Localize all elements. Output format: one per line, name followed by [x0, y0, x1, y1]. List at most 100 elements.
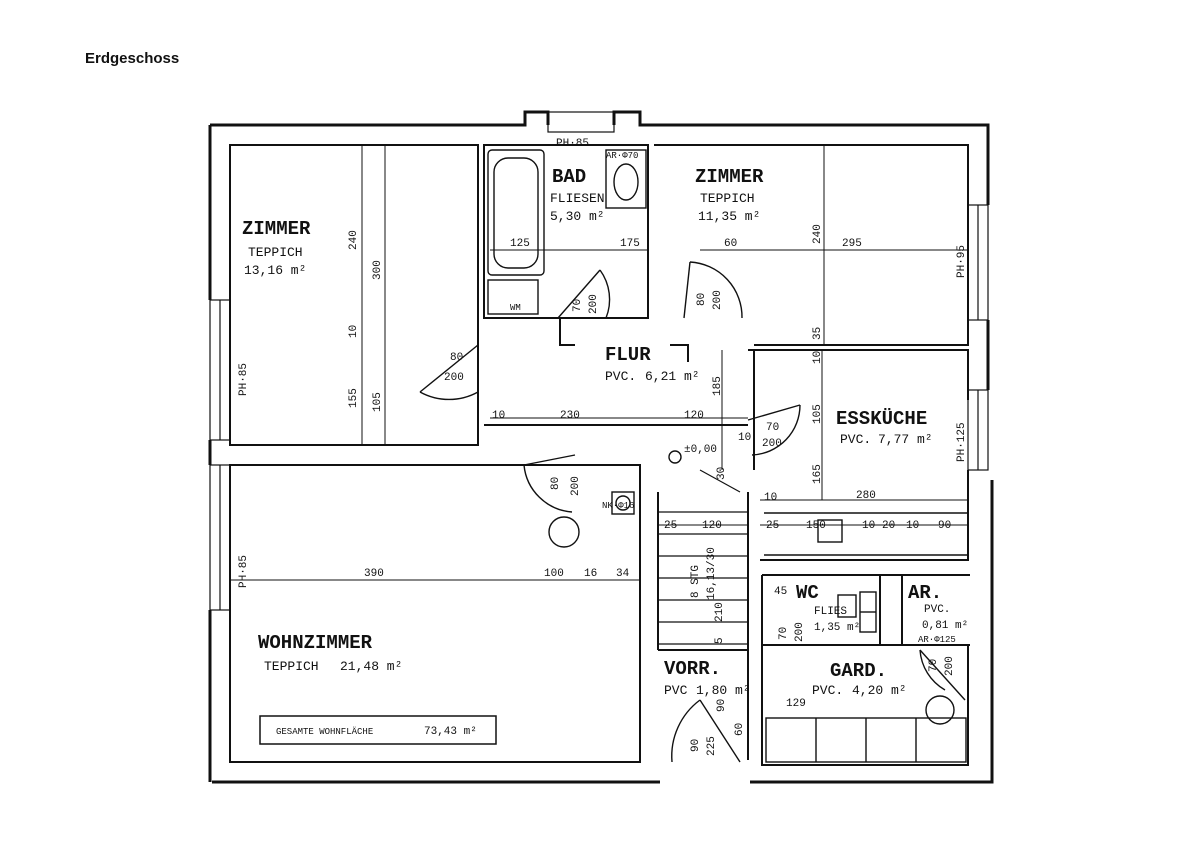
stairs: [658, 469, 748, 645]
room-floor: PVC: [664, 683, 688, 698]
page-title: Erdgeschoss: [85, 50, 180, 67]
dim: 200: [944, 656, 956, 676]
dim: 129: [786, 698, 806, 710]
inner-walls: [229, 144, 970, 766]
dim: 120: [684, 410, 704, 422]
nk-label: NK·Φ16: [602, 501, 634, 511]
room-name: AR.: [908, 582, 942, 604]
dim: 175: [620, 238, 640, 250]
dim: 105: [812, 404, 824, 424]
room-name: ZIMMER: [242, 218, 311, 240]
misc-labels: ±0,00 NK·Φ16 8 STG 16,13/30: [602, 444, 718, 600]
window-label: PH·85: [238, 363, 250, 396]
dim: 295: [842, 238, 862, 250]
room-floor: PVC.: [840, 432, 871, 447]
dim: 45: [774, 586, 787, 598]
dim: 90: [938, 520, 951, 532]
dim: 200: [712, 290, 724, 310]
level-label: ±0,00: [684, 444, 717, 456]
total-label: GESAMTE WOHNFLÄCHE: [276, 727, 373, 737]
dim: 150: [806, 520, 826, 532]
dim: 10: [738, 432, 751, 444]
dim: 125: [510, 238, 530, 250]
door-swings: [419, 261, 966, 763]
dim: 165: [812, 464, 824, 484]
room-area: 6,21 m²: [645, 369, 700, 384]
room-area: 1,80 m²: [696, 683, 751, 698]
stair-count-label: 8 STG: [690, 565, 702, 598]
dim: 155: [348, 388, 360, 408]
room-wohnzimmer: WOHNZIMMER TEPPICH 21,48 m²: [258, 632, 402, 674]
dim: 240: [348, 230, 360, 250]
room-zimmer-rechts: ZIMMER TEPPICH 11,35 m²: [695, 166, 764, 224]
room-gard: GARD. PVC. 4,20 m²: [812, 660, 907, 698]
dim: 240: [812, 224, 824, 244]
dimension-numbers: 240 300 10 155 105 125 175 70 200 60 240…: [348, 224, 956, 756]
room-flur: FLUR PVC. 6,21 m²: [605, 344, 700, 384]
room-area: 11,35 m²: [698, 209, 760, 224]
dim: 70: [572, 299, 584, 312]
room-floor: TEPPICH: [264, 659, 319, 674]
dim: 120: [702, 520, 722, 532]
room-esskueche: ESSKÜCHE PVC. 7,77 m²: [836, 408, 933, 447]
dim: 10: [492, 410, 505, 422]
room-floor: TEPPICH: [248, 245, 303, 260]
stair-size-label: 16,13/30: [706, 547, 718, 600]
room-name: ZIMMER: [695, 166, 764, 188]
dim: 20: [882, 520, 895, 532]
dim: 25: [766, 520, 779, 532]
dim: 90: [716, 699, 728, 712]
dim: 390: [364, 568, 384, 580]
room-area: 0,81 m²: [922, 620, 968, 632]
dim: 70: [778, 627, 790, 640]
room-area: 5,30 m²: [550, 209, 605, 224]
dim: 100: [544, 568, 564, 580]
room-zimmer-links: ZIMMER TEPPICH 13,16 m²: [242, 218, 311, 278]
dim: 10: [862, 520, 875, 532]
dim: 70: [928, 659, 940, 672]
room-area: 4,20 m²: [852, 683, 907, 698]
dim: 80: [450, 352, 463, 364]
wm-label: WM: [510, 303, 521, 313]
dim: 280: [856, 490, 876, 502]
room-area: 21,48 m²: [340, 659, 402, 674]
dim: 60: [724, 238, 737, 250]
dim: 80: [696, 293, 708, 306]
dim: 16: [584, 568, 597, 580]
room-floor: TEPPICH: [700, 191, 755, 206]
window-labels: PH·85 PH·85 PH·95 PH·125: [238, 245, 968, 588]
room-floor: PVC.: [812, 683, 843, 698]
dim: 25: [664, 520, 677, 532]
room-name: BAD: [552, 166, 586, 188]
dim: 34: [616, 568, 630, 580]
room-name: VORR.: [664, 658, 721, 680]
room-floor: FLIES: [814, 606, 847, 618]
dim: 35: [812, 327, 824, 340]
window-label: PH·95: [956, 245, 968, 278]
dim: 10: [348, 325, 360, 338]
room-name: WC: [796, 582, 819, 604]
windows: [209, 111, 989, 611]
dim: 10: [906, 520, 919, 532]
room-area: 7,77 m²: [878, 432, 933, 447]
dim: 105: [372, 392, 384, 412]
total-value: 73,43 m²: [424, 726, 477, 738]
room-area: 1,35 m²: [814, 622, 860, 634]
dim: 30: [716, 467, 728, 480]
dim: 230: [560, 410, 580, 422]
room-ar: AR. PVC. 0,81 m² AR·Φ125: [908, 582, 968, 645]
dim: 90: [690, 739, 702, 752]
dim: 10: [764, 492, 777, 504]
room-wc: WC FLIES 1,35 m²: [796, 582, 860, 634]
dim: 70: [766, 422, 779, 434]
room-vorr: VORR. PVC 1,80 m²: [664, 658, 751, 698]
room-floor: FLIESEN: [550, 191, 605, 206]
total-area-box: GESAMTE WOHNFLÄCHE 73,43 m²: [259, 715, 497, 745]
dim: 5: [714, 637, 726, 644]
vent-label: AR·Φ125: [918, 635, 956, 645]
dim: 200: [570, 476, 582, 496]
room-name: WOHNZIMMER: [258, 632, 373, 654]
window-label: PH·125: [956, 422, 968, 462]
dim: 210: [714, 602, 726, 622]
